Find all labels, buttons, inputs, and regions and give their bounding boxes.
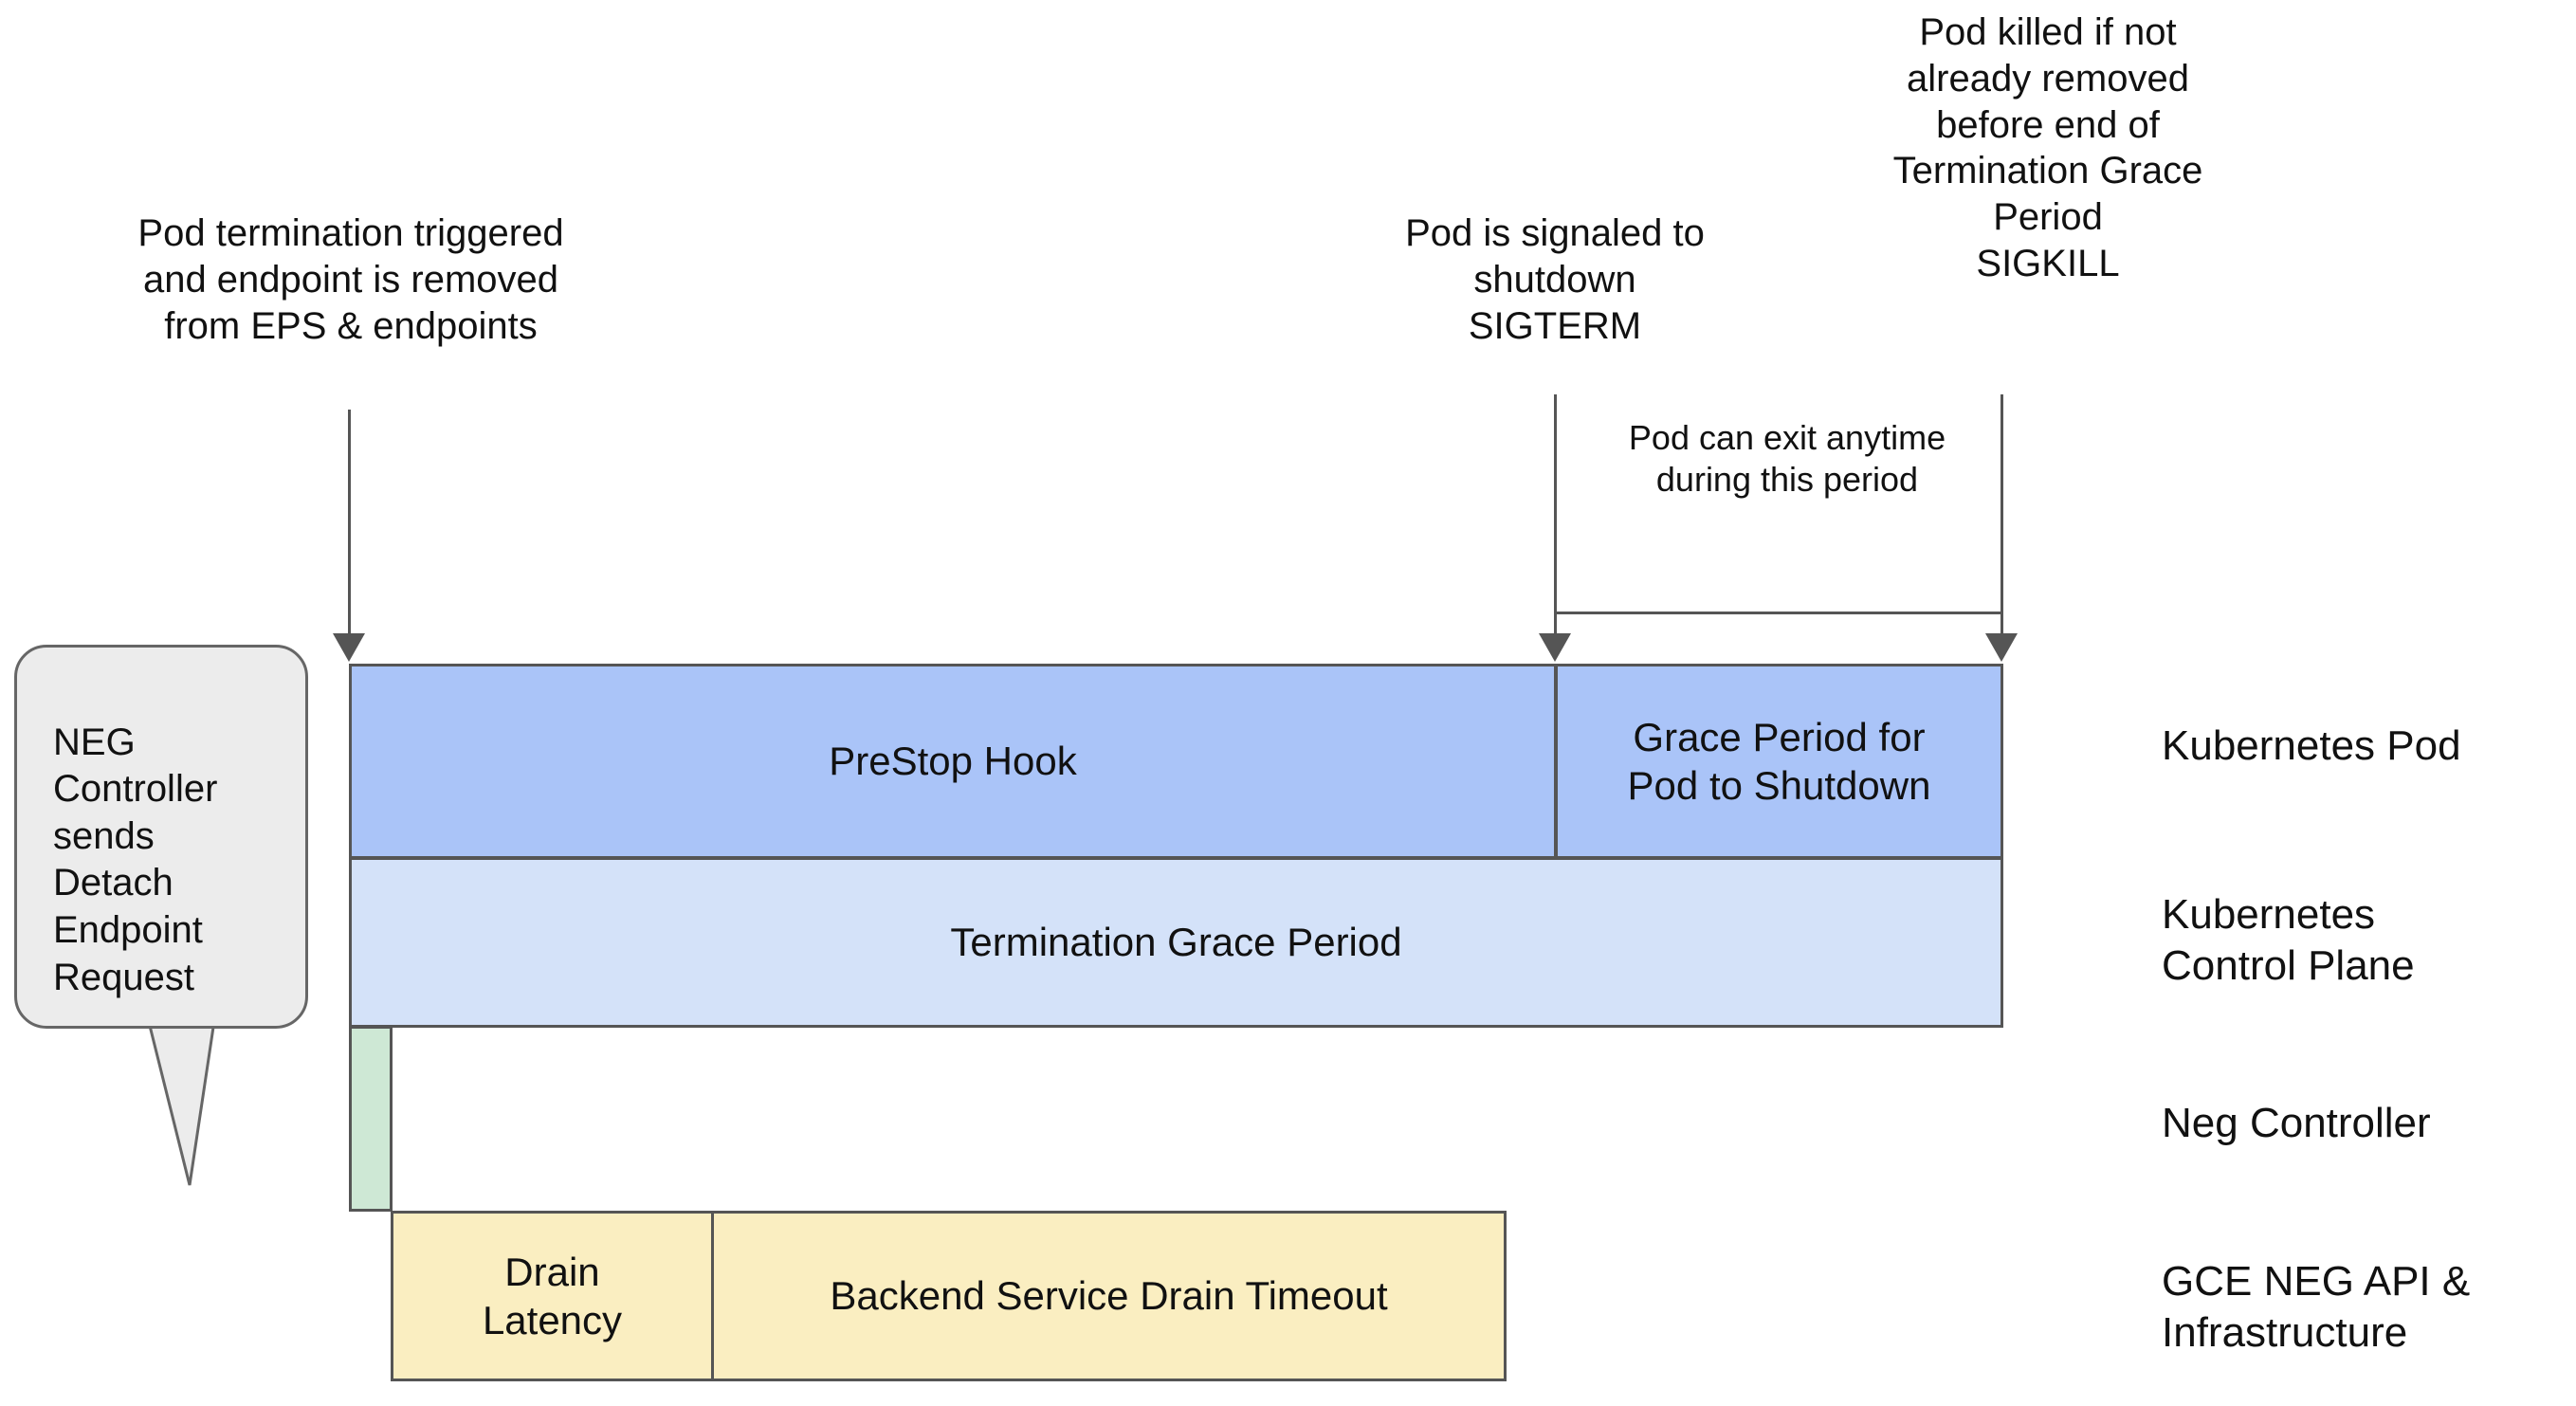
bar-prestop-hook[interactable]: PreStop Hook bbox=[349, 664, 1557, 859]
bar-backend-service-drain-timeout[interactable]: Backend Service Drain Timeout bbox=[711, 1211, 1507, 1381]
arrow-line-pod-termination bbox=[348, 410, 351, 637]
annotation-pod-can-exit-anytime: Pod can exit anytime during this period bbox=[1628, 418, 1946, 499]
bar-grace-period-pod-shutdown-label: Grace Period for Pod to Shutdown bbox=[1627, 714, 1931, 808]
bar-termination-grace-period[interactable]: Termination Grace Period bbox=[349, 857, 2003, 1028]
arrow-head-sigkill bbox=[1985, 633, 2018, 662]
bar-drain-latency[interactable]: Drain Latency bbox=[391, 1211, 714, 1381]
bar-drain-latency-label: Drain Latency bbox=[482, 1249, 623, 1342]
annotation-pod-killed-sigkill: Pod killed if not already removed before… bbox=[1892, 11, 2203, 284]
callout-neg-detach-endpoint-text: NEG Controller sends Detach Endpoint Req… bbox=[53, 721, 218, 998]
bar-backend-service-drain-timeout-label: Backend Service Drain Timeout bbox=[830, 1273, 1388, 1319]
arrow-head-sigterm bbox=[1539, 633, 1571, 662]
legend-kubernetes-pod: Kubernetes Pod bbox=[2162, 722, 2461, 769]
arrow-head-pod-termination bbox=[333, 633, 365, 662]
legend-kubernetes-control-plane: Kubernetes Control Plane bbox=[2162, 891, 2415, 989]
annotation-pod-signaled-shutdown: Pod is signaled to shutdown SIGTERM bbox=[1405, 212, 1705, 347]
arrow-line-sigkill bbox=[2001, 394, 2003, 637]
legend-gce-neg-api: GCE NEG API & Infrastructure bbox=[2162, 1258, 2471, 1356]
arrow-line-sigterm bbox=[1554, 394, 1557, 637]
annotation-pod-termination-triggered: Pod termination triggered and endpoint i… bbox=[137, 212, 564, 347]
callout-neg-detach-endpoint: NEG Controller sends Detach Endpoint Req… bbox=[14, 645, 308, 1029]
bar-grace-period-pod-shutdown[interactable]: Grace Period for Pod to Shutdown bbox=[1555, 664, 2003, 859]
bar-prestop-hook-label: PreStop Hook bbox=[829, 739, 1077, 784]
bracket-pod-exit-window bbox=[1555, 612, 2002, 614]
legend-neg-controller: Neg Controller bbox=[2162, 1100, 2431, 1146]
bar-neg-controller[interactable] bbox=[349, 1026, 393, 1212]
bar-termination-grace-period-label: Termination Grace Period bbox=[950, 920, 1402, 965]
